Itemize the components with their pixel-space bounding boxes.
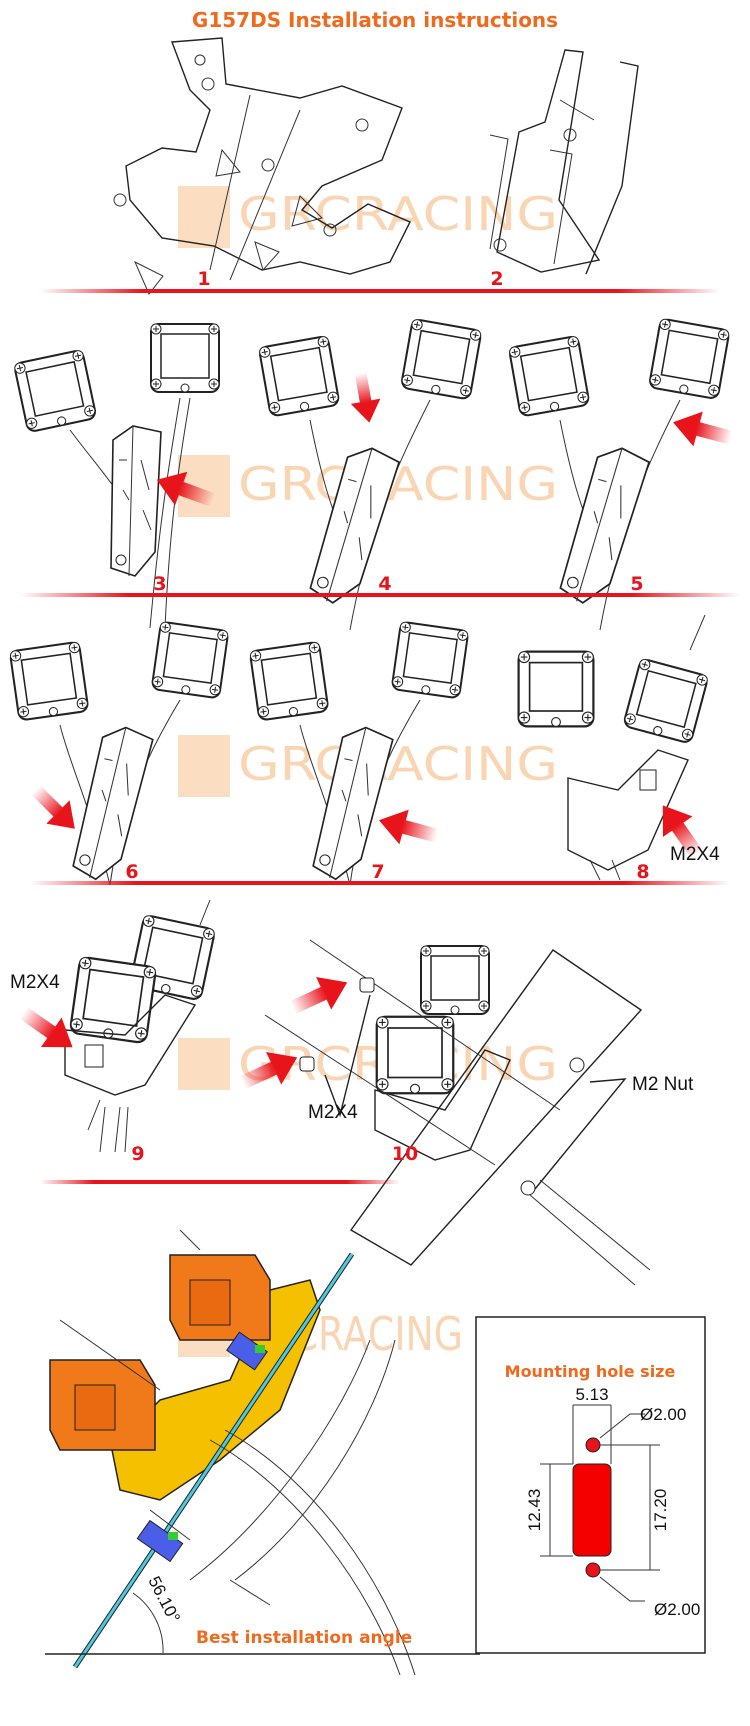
step-label-3: 3 <box>153 573 166 595</box>
step-6-illustration <box>8 620 230 886</box>
angle-value: 56.10° <box>144 1573 183 1626</box>
step-label-1: 1 <box>197 268 210 290</box>
hole-spacing-dim: 17.20 <box>651 1489 670 1532</box>
angle-arc <box>132 1592 164 1654</box>
mounting-slot <box>572 1463 612 1557</box>
step-label-9: 9 <box>131 1143 144 1165</box>
step-8-illustration <box>517 614 712 881</box>
bottom-hole-diameter: Ø2.00 <box>654 1600 700 1619</box>
section-divider <box>40 1180 400 1184</box>
step-label-8: 8 <box>636 861 649 883</box>
step-label-10: 10 <box>392 1143 418 1165</box>
step-3-illustration <box>12 323 220 629</box>
screw-label-step-8: M2X4 <box>670 844 720 865</box>
mounting-hole-bottom <box>585 1562 601 1578</box>
section-divider <box>20 593 740 597</box>
lower-screw <box>136 1519 184 1563</box>
mounting-hole-top <box>585 1437 601 1453</box>
screw-label-step-10: M2X4 <box>308 1102 358 1123</box>
slot-width-dim: 5.13 <box>575 1385 608 1404</box>
page-title: G157DS Installation instructions <box>192 8 558 32</box>
step-7-illustration <box>248 620 470 886</box>
svg-text:GRCRACING: GRCRACING <box>238 187 558 241</box>
nut-label-step-10: M2 Nut <box>632 1074 694 1095</box>
section-divider <box>30 881 730 885</box>
step-5-illustration <box>507 317 736 631</box>
step-2-folded-bracket <box>489 49 639 275</box>
step-label-6: 6 <box>125 861 138 883</box>
upper-screw <box>226 1331 268 1371</box>
mounting-hole-panel <box>475 1316 706 1654</box>
step-10-illustration <box>235 939 651 1286</box>
step-1-flat-bracket <box>113 37 411 295</box>
step-label-2: 2 <box>490 268 503 290</box>
slot-height-dim: 12.43 <box>525 1489 544 1532</box>
step-label-4: 4 <box>378 573 391 595</box>
step-9-illustration <box>13 899 217 1153</box>
mounting-hole-title: Mounting hole size <box>505 1362 676 1381</box>
step-4-illustration <box>257 317 483 631</box>
step-label-7: 7 <box>371 861 384 883</box>
screw-label-step-9: M2X4 <box>10 972 60 993</box>
section-divider <box>40 289 720 293</box>
angle-caption: Best installation angle <box>196 1628 412 1648</box>
top-hole-diameter: Ø2.00 <box>640 1405 686 1424</box>
cross-section-drawing <box>45 1229 480 1676</box>
svg-text:GRCRACING: GRCRACING <box>238 737 558 791</box>
step-label-5: 5 <box>630 573 643 595</box>
